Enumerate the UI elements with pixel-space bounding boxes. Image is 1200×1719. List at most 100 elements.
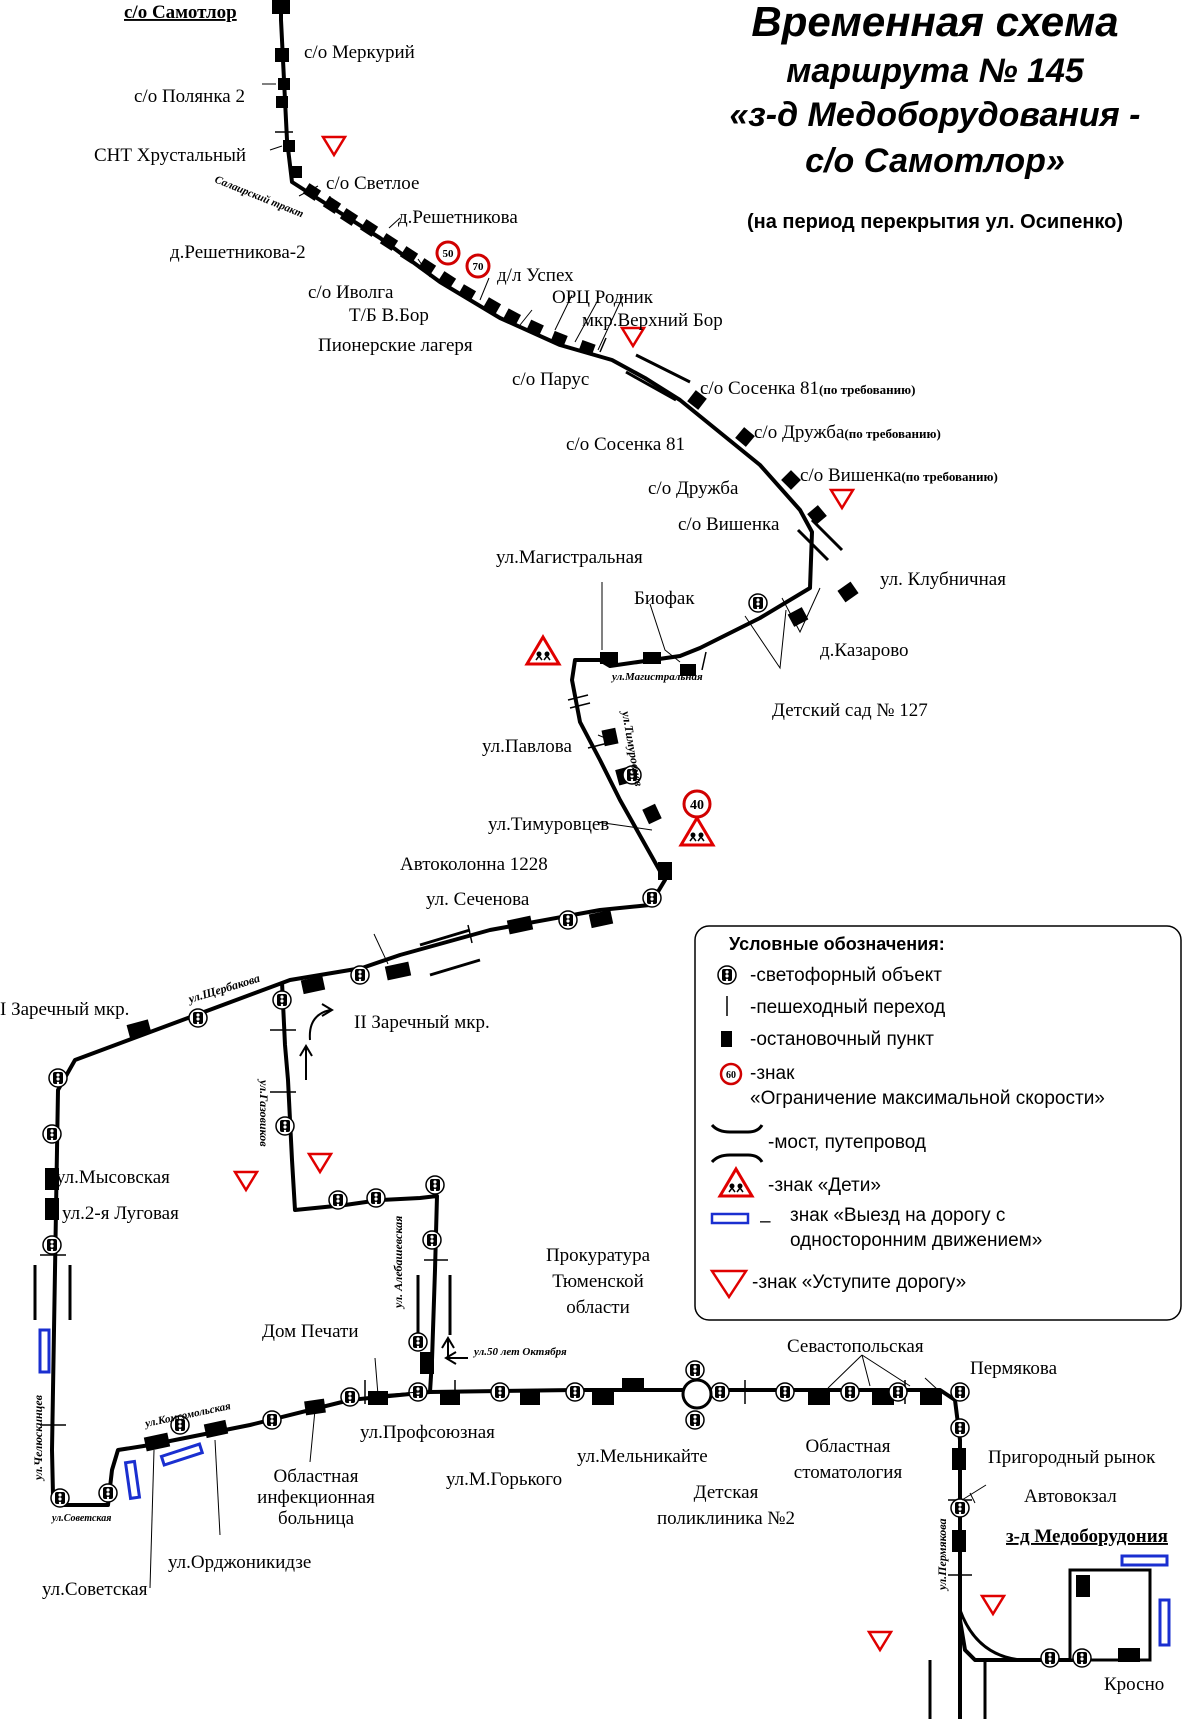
one-way-sign-icon	[123, 1459, 142, 1501]
legend-bridge: -мост, путепровод	[768, 1132, 926, 1153]
one-way-signs	[38, 1328, 1171, 1647]
stop-markers	[45, 0, 1140, 1662]
roundabout	[681, 1378, 713, 1410]
svg-text:70: 70	[473, 261, 485, 273]
bridge-mark	[928, 1660, 987, 1719]
stop-snt-khrustalny: СНТ Хрустальный	[94, 145, 246, 166]
arrow-icon	[444, 1351, 468, 1365]
arrow-icon	[308, 1003, 334, 1041]
krosno-branch	[958, 1609, 1041, 1662]
stop-sechenova: ул. Сеченова	[426, 889, 530, 910]
traffic-light-icon	[340, 1387, 360, 1407]
stop-marker	[503, 308, 521, 326]
stop-marker	[787, 607, 809, 627]
stop-marker	[203, 1419, 229, 1439]
bridge-mark	[419, 928, 481, 977]
traffic-light-icon	[717, 965, 737, 985]
stop-verkhny-bor: мкр.Верхний Бор	[582, 310, 723, 331]
stop-marker	[45, 1198, 59, 1220]
stop-dom-pechati: Дом Печати	[262, 1321, 359, 1342]
traffic-light-icon	[558, 910, 578, 930]
yield-sign-icon	[867, 1630, 893, 1652]
crossing-mark	[567, 694, 589, 701]
yield-sign-icon	[709, 1269, 749, 1300]
stop-melnikaite: ул.Мельникайте	[577, 1446, 708, 1467]
stop-sosenka81-req: с/о Сосенка 81(по требованию)	[700, 378, 915, 399]
traffic-light-icon	[328, 1190, 348, 1210]
traffic-light-icon	[642, 888, 662, 908]
stop-marker	[379, 233, 399, 251]
stop-marker	[506, 915, 534, 935]
stop-marker	[437, 271, 457, 289]
speed-sign-50: 50	[435, 240, 461, 266]
traffic-light-icon	[1040, 1648, 1060, 1668]
stop-marker	[872, 1391, 894, 1405]
traffic-light-icon	[48, 1068, 68, 1088]
stop-prokuratura-1: Прокуратура	[546, 1245, 651, 1266]
stop-biofak: Биофак	[634, 588, 695, 609]
traffic-light-icon	[50, 1488, 70, 1508]
speed-sign-70: 70	[465, 253, 491, 279]
crossing-mark	[587, 742, 609, 749]
stop-vishenka-req: с/о Вишенка(по требованию)	[800, 465, 998, 486]
stop-timurovtsev: ул.Тимуровцев	[488, 814, 609, 835]
stop-prokuratura-3: области	[566, 1297, 630, 1318]
stop-marker	[807, 505, 827, 525]
street-label-shcherbakova: ул.Щербакова	[185, 971, 262, 1007]
stop-marker	[417, 258, 437, 276]
traffic-light-icon	[350, 965, 370, 985]
crossing-mark	[569, 702, 591, 709]
traffic-light-icon	[710, 1382, 730, 1402]
stop-lugovaya2: ул.2-я Луговая	[62, 1203, 179, 1224]
stop-orc-rodnik: ОРЦ Родник	[552, 287, 654, 308]
stop-marker	[322, 196, 342, 214]
stop-permyakova: Пермякова	[970, 1358, 1058, 1379]
stop-uspekh: д/л Успех	[497, 265, 574, 286]
stop-marker	[359, 219, 379, 237]
bridge-mark	[796, 518, 844, 562]
title-line-1: Временная схема	[751, 0, 1118, 45]
stop-marker	[837, 581, 859, 603]
stop-marker	[952, 1448, 966, 1470]
svg-text:60: 60	[726, 1070, 736, 1081]
stop-marker	[420, 1352, 434, 1374]
traffic-light-icon	[275, 1116, 295, 1136]
bridge-mark	[416, 1275, 452, 1335]
stop-magistralnaya: ул.Магистральная	[496, 547, 643, 568]
legend-stop: -остановочный пункт	[750, 1029, 934, 1050]
stop-marker	[300, 975, 326, 995]
stop-marker	[143, 1432, 171, 1452]
legend-oneway-dash: –	[760, 1211, 771, 1232]
speed-sign-40: 40	[682, 789, 712, 819]
traffic-light-icon	[98, 1483, 118, 1503]
stop-marker	[642, 803, 662, 825]
traffic-light-icon	[366, 1188, 386, 1208]
stop-marker	[45, 1168, 59, 1190]
stop-m-gorkogo: ул.М.Горького	[446, 1469, 562, 1490]
traffic-light-icon	[42, 1124, 62, 1144]
stop-reshetnikova2: д.Решетникова-2	[170, 242, 306, 263]
stop-druzhba: с/о Дружба	[648, 478, 739, 499]
stop-profsoyuznaya: ул.Профсоюзная	[360, 1422, 495, 1443]
street-label-let50: ул.50 лет Октября	[472, 1346, 567, 1358]
stop-stomatologiya-2: стоматология	[794, 1462, 903, 1483]
one-way-sign-icon	[1158, 1598, 1171, 1647]
stop-labels: с/о Самотлор с/о Меркурий с/о Полянка 2 …	[0, 2, 1168, 1695]
one-way-sign-icon	[1120, 1554, 1169, 1567]
stop-infek-2: инфекционная	[257, 1487, 375, 1508]
stop-sosenka81: с/о Сосенка 81	[566, 434, 685, 455]
stop-marker	[290, 166, 302, 178]
stop-marker	[550, 330, 568, 348]
traffic-light-icon	[685, 1360, 705, 1380]
stop-infek-1: Областная	[274, 1466, 359, 1487]
stop-avtovokzal: Автовокзал	[1024, 1486, 1117, 1507]
legend: Условные обозначения: -светофорный объек…	[694, 925, 1182, 1321]
traffic-light-icon	[425, 1175, 445, 1195]
legend-children: -знак «Дети»	[768, 1175, 881, 1196]
stop-marker	[578, 339, 596, 357]
street-label-sovetskaya: ул.Советская	[51, 1513, 111, 1524]
stop-marker	[600, 652, 618, 664]
traffic-light-icon	[888, 1382, 908, 1402]
stop-marker	[526, 319, 544, 337]
stop-prokuratura-2: Тюменской	[552, 1271, 644, 1292]
